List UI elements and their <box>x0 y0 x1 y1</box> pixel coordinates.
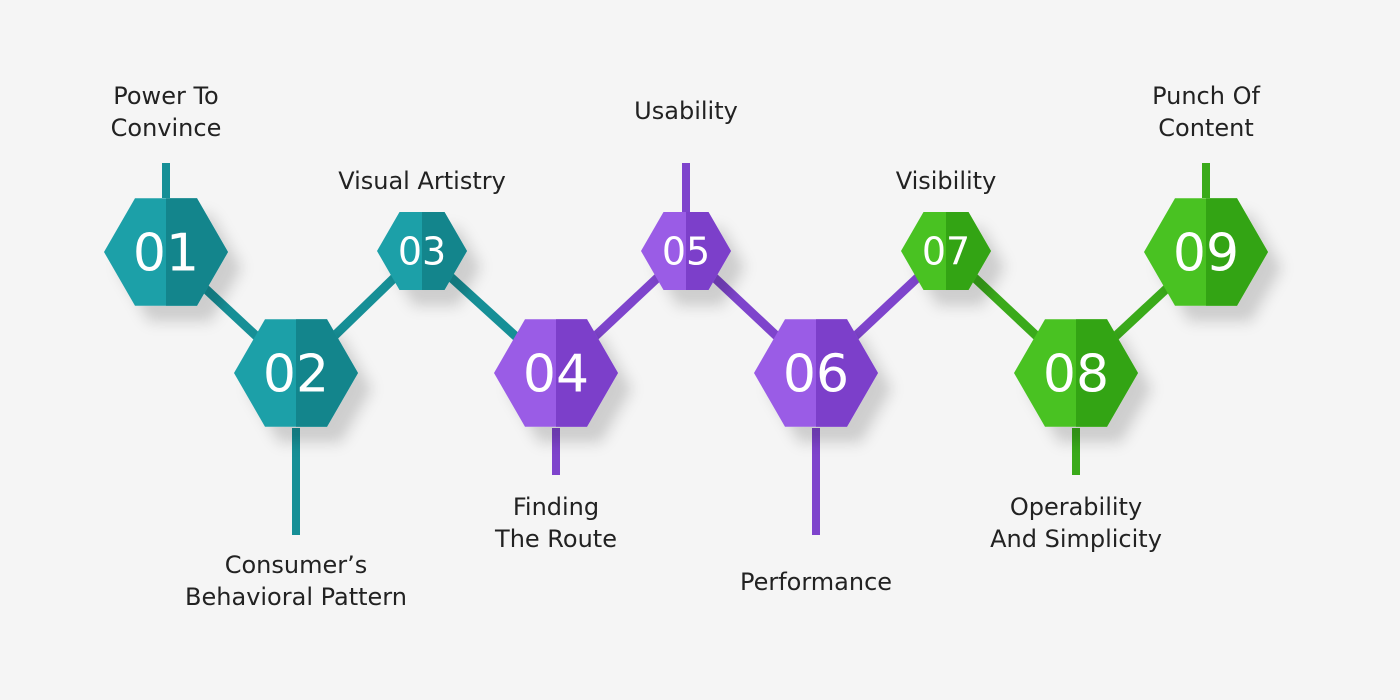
step-label-line: Power To <box>113 82 219 110</box>
step-label-05: Usability <box>634 95 738 127</box>
hexagon-04: 04 <box>494 319 618 427</box>
step-number: 06 <box>783 345 849 405</box>
step-number: 08 <box>1043 345 1109 405</box>
step-number: 09 <box>1173 224 1239 284</box>
step-number: 03 <box>398 230 446 274</box>
step-label-line: Usability <box>634 97 738 125</box>
hexagon-02: 02 <box>234 319 358 427</box>
step-number: 01 <box>133 224 199 284</box>
hexagon-shade <box>1206 198 1268 306</box>
hexagon-shade <box>166 198 228 306</box>
step-label-line: The Route <box>495 525 617 553</box>
hexagon-shade <box>1076 319 1138 427</box>
step-label-line: Behavioral Pattern <box>185 583 407 611</box>
hexagon-shade <box>686 212 731 290</box>
hexagon-03: 03 <box>377 212 467 290</box>
hexagon-06: 06 <box>754 319 878 427</box>
hexagon-shade <box>816 319 878 427</box>
step-label-line: Operability <box>1009 493 1143 521</box>
hexagon-shade <box>556 319 618 427</box>
hexagon-shade <box>296 319 358 427</box>
step-label-line: Consumer’s <box>224 551 368 579</box>
step-label-line: Convince <box>110 114 222 142</box>
hexagon-shade <box>422 212 467 290</box>
step-label-03: Visual Artistry <box>338 165 506 197</box>
hexagon-05: 05 <box>641 212 731 290</box>
step-label-line: Performance <box>739 568 893 596</box>
step-label-line: Visibility <box>895 167 997 195</box>
step-number: 05 <box>662 230 710 274</box>
step-label-01: Power To Convince <box>111 80 222 144</box>
stems <box>162 163 1210 535</box>
step-label-06: Performance <box>740 566 892 598</box>
hexagon-shade <box>946 212 991 290</box>
step-label-line: Punch Of <box>1152 82 1260 110</box>
step-label-09: Punch Of Content <box>1152 80 1260 144</box>
hexagon-01: 01 <box>104 198 228 306</box>
hexagons: 01 02 03 04 05 06 07 08 09 <box>104 198 1268 427</box>
step-label-line: Content <box>1158 114 1254 142</box>
step-label-line: And Simplicity <box>990 525 1162 553</box>
step-label-line: Finding <box>512 493 600 521</box>
step-label-line: Visual Artistry <box>338 167 506 195</box>
step-label-07: Visibility <box>896 165 997 197</box>
step-number: 02 <box>263 345 329 405</box>
step-number: 07 <box>922 230 970 274</box>
hexagon-08: 08 <box>1014 319 1138 427</box>
hexagon-09: 09 <box>1144 198 1268 306</box>
step-number: 04 <box>523 345 589 405</box>
hexagon-07: 07 <box>901 212 991 290</box>
